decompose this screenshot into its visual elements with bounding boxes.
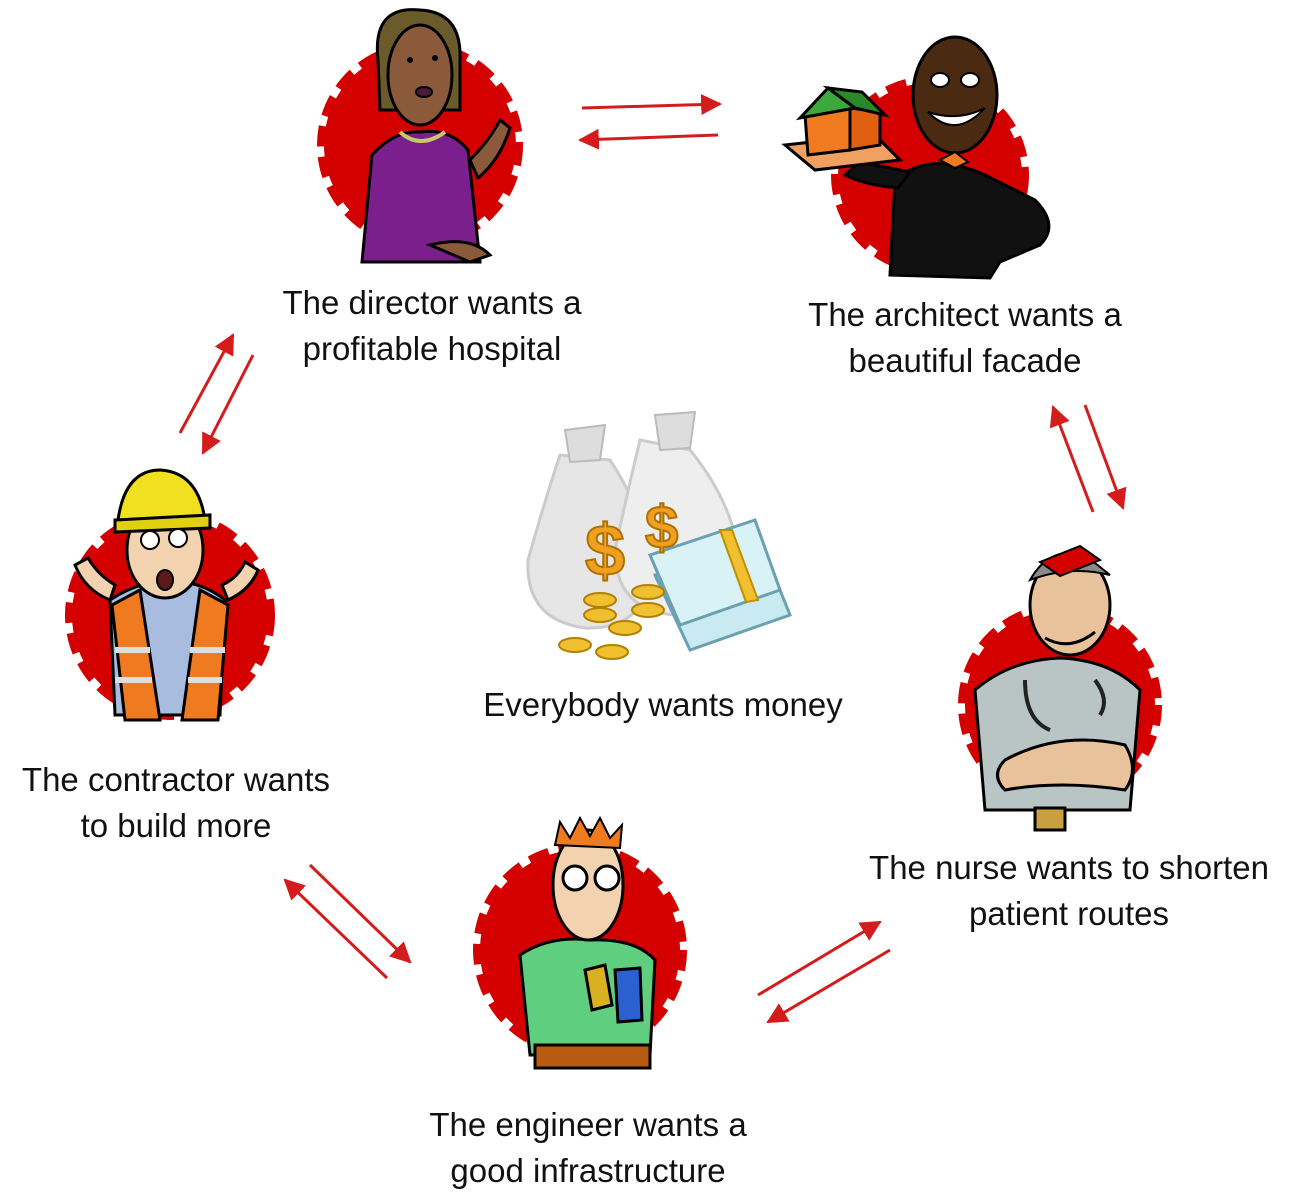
arrows-engineer-contractor bbox=[283, 863, 412, 980]
money-bags-icon: $ $ bbox=[526, 410, 792, 660]
center-caption-text: Everybody wants money bbox=[483, 686, 843, 723]
director-label-line1: The director wants a bbox=[282, 284, 582, 321]
director-person-icon bbox=[360, 8, 512, 264]
architect-label: The architect wants a beautiful facade bbox=[765, 292, 1165, 384]
director-label: The director wants a profitable hospital bbox=[232, 280, 632, 372]
contractor-label: The contractor wants to build more bbox=[0, 757, 352, 849]
nurse-person-icon bbox=[973, 544, 1142, 832]
arrows-contractor-director bbox=[178, 333, 255, 455]
arrows-nurse-engineer bbox=[757, 920, 891, 1024]
svg-text:$: $ bbox=[645, 494, 678, 561]
architect-label-line2: beautiful facade bbox=[848, 342, 1082, 379]
engineer-label-line2: good infrastructure bbox=[450, 1152, 726, 1189]
architect-label-line1: The architect wants a bbox=[808, 296, 1122, 333]
engineer-person-icon bbox=[518, 815, 657, 1070]
center-caption: Everybody wants money bbox=[433, 682, 893, 728]
architect-person-icon bbox=[781, 35, 1051, 280]
director-label-line2: profitable hospital bbox=[302, 330, 562, 367]
engineer-label: The engineer wants a good infrastructure bbox=[388, 1102, 788, 1194]
contractor-label-line1: The contractor wants bbox=[21, 761, 331, 798]
svg-text:$: $ bbox=[585, 511, 625, 591]
nurse-label-line1: The nurse wants to shorten bbox=[869, 849, 1269, 886]
contractor-person-icon bbox=[73, 468, 260, 722]
arrows-director-architect bbox=[577, 94, 723, 150]
engineer-label-line1: The engineer wants a bbox=[429, 1106, 747, 1143]
nurse-label: The nurse wants to shorten patient route… bbox=[835, 845, 1303, 937]
nurse-label-line2: patient routes bbox=[969, 895, 1169, 932]
contractor-label-line2: to build more bbox=[80, 807, 272, 844]
arrows-architect-nurse bbox=[1049, 404, 1127, 513]
